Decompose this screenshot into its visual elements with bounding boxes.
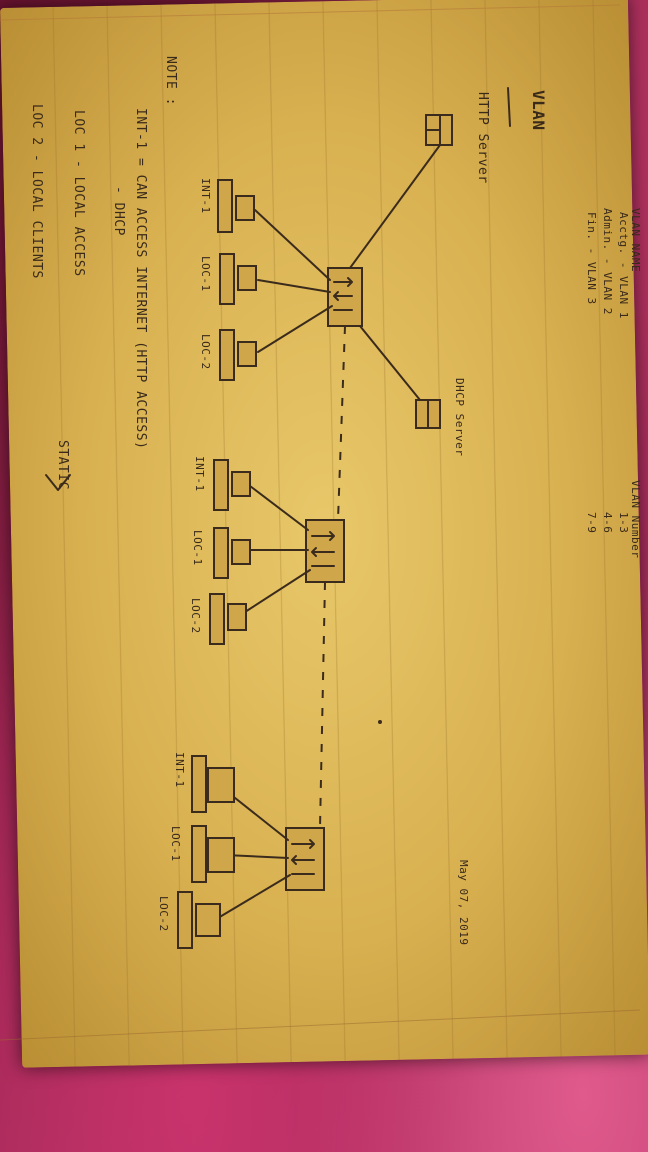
http-server-label: HTTP Server (475, 92, 490, 184)
note-int-line2: - DHCP (111, 186, 126, 236)
switch-1-icon (327, 267, 363, 327)
date: May 07, 2019 (457, 860, 470, 946)
note-loc2: LOC 2 - LOCAL CLIENTS (29, 104, 44, 279)
g3-loc2-label: LOC-2 (157, 896, 170, 932)
g1-int1-label: INT-1 (199, 178, 212, 214)
g3-int1-label: INT-1 (173, 752, 186, 788)
dhcp-server-label: DHCP Server (453, 378, 466, 457)
note-heading: NOTE : (163, 56, 178, 106)
g2-int1-label: INT-1 (193, 456, 206, 492)
g1-loc2-label: LOC-2 (199, 334, 212, 370)
static-brace (45, 474, 71, 491)
switch-2-icon (305, 519, 345, 583)
title-underline (507, 87, 511, 127)
dhcp-server-icon (415, 399, 441, 429)
title: VLAN (529, 90, 548, 131)
vlan-number-header: VLAN Number (629, 480, 642, 559)
note-static: STATIC (55, 440, 70, 490)
vlan-row-2-name: Admin. - VLAN 2 (601, 208, 614, 315)
g3-loc1-label: LOC-1 (169, 826, 182, 862)
http-server-icon (425, 114, 453, 146)
pc-group-2 (209, 459, 251, 645)
g2-loc1-label: LOC-1 (191, 530, 204, 566)
pc-group-3 (177, 755, 235, 949)
vlan-row-1-name: Acctg. - VLAN 1 (617, 212, 630, 319)
trunk-line (319, 325, 346, 829)
switch-3-icon (285, 827, 325, 891)
vlan-row-3-number: 7-9 (585, 512, 598, 534)
g2-loc2-label: LOC-2 (189, 598, 202, 634)
vlan-name-header: VLAN NAME (629, 208, 642, 273)
note-int-line1: INT-1 = CAN ACCESS INTERNET (HTTP ACCESS… (133, 108, 148, 450)
pc-group-1 (217, 179, 257, 381)
vlan-row-3-name: Fin. - VLAN 3 (585, 212, 598, 305)
g1-loc1-label: LOC-1 (199, 256, 212, 292)
note-loc1: LOC 1 - LOCAL ACCESS (71, 110, 86, 277)
vlan-row-2-number: 4-6 (601, 512, 614, 534)
vlan-row-1-number: 1-3 (617, 512, 630, 534)
